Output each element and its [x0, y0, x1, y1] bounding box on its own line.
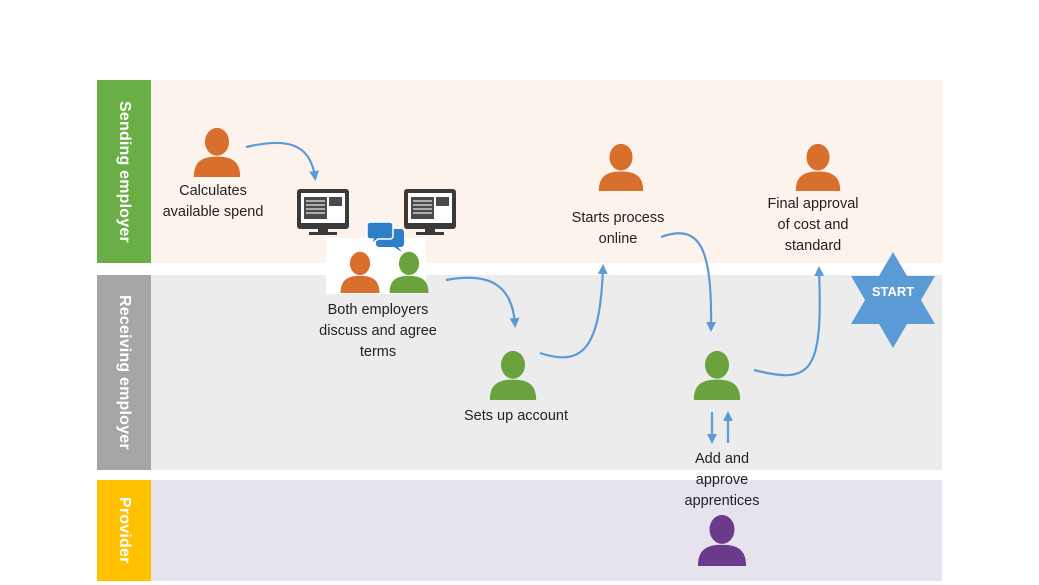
lane-receiving-employer [151, 275, 942, 470]
person-icon-sending-discuss [340, 251, 380, 293]
person-icon-sending-calculates [193, 127, 241, 177]
computer-icon-right [404, 189, 456, 235]
step-label-add-approve: Add and approve apprentices [684, 451, 760, 509]
chat-bubble-icon [366, 221, 404, 252]
start-star-icon [851, 252, 935, 348]
person-icon-provider [697, 515, 747, 566]
arrow-icon-starts-to-add [660, 232, 717, 332]
step-label-discuss: Both employers discuss and agree terms [319, 302, 437, 360]
start-label: START [871, 284, 915, 299]
lane-tab-receiving-employer: Receiving employer [97, 275, 151, 470]
lane-tab-sending-employer: Sending employer [97, 80, 151, 263]
arrow-icon-discuss-to-setup [445, 276, 520, 328]
step-label-starts: Starts process online [571, 210, 665, 247]
lane-label-receiving-employer: Receiving employer [116, 295, 133, 450]
arrow-icon-add-to-final [753, 266, 825, 377]
person-icon-sending-final [795, 143, 841, 191]
arrow-icon-setup-to-starts [539, 264, 608, 359]
arrow-icon-calculates-to-computer [245, 141, 320, 181]
lane-label-provider: Provider [116, 497, 133, 564]
person-icon-sending-starts [598, 143, 644, 191]
step-label-final: Final approval of cost and standard [767, 196, 859, 254]
lane-sending-employer [151, 80, 942, 263]
person-icon-receiving-discuss [389, 251, 429, 293]
lane-provider [151, 480, 942, 581]
step-label-setup: Sets up account [464, 408, 568, 424]
lane-tab-provider: Provider [97, 480, 151, 581]
computer-icon-left [297, 189, 349, 235]
person-icon-receiving-add [693, 350, 741, 400]
step-label-calculates: Calculates available spend [162, 183, 264, 220]
lane-label-sending-employer: Sending employer [116, 100, 133, 243]
person-icon-receiving-setup [489, 350, 537, 400]
